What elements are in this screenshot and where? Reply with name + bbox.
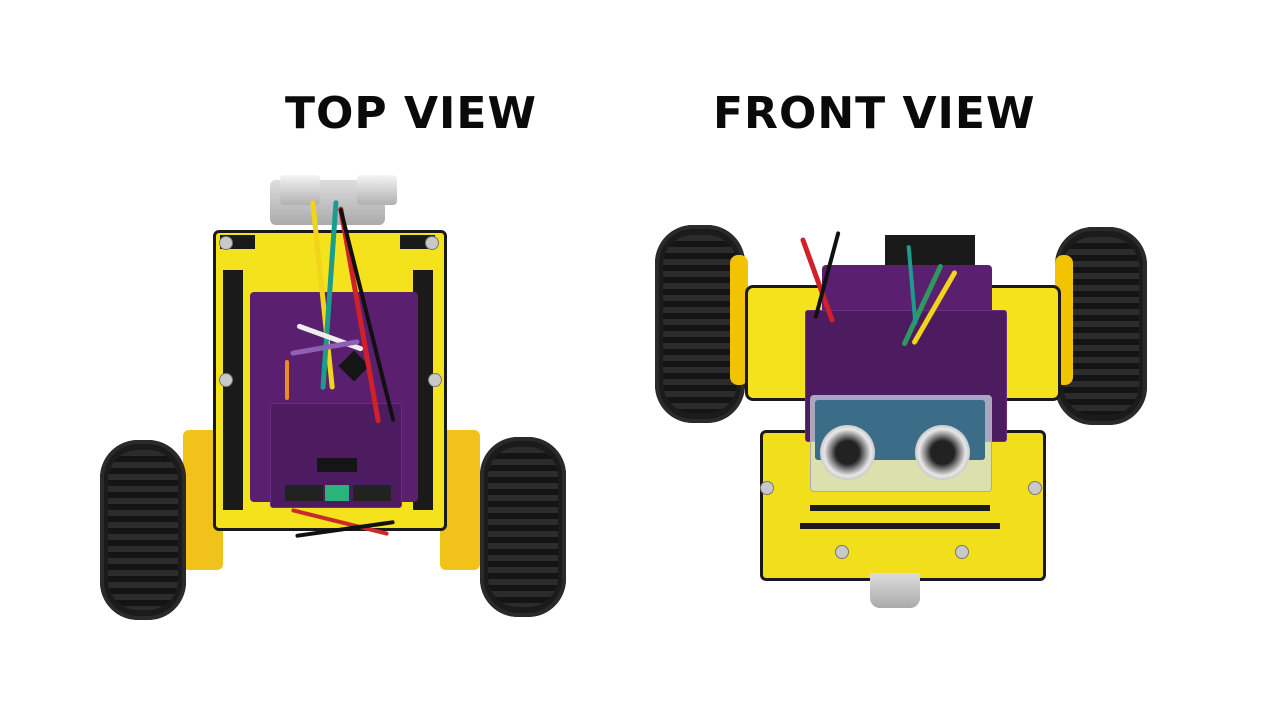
front-view-heading: FRONT VIEW — [713, 88, 1036, 139]
top-view-heading: TOP VIEW — [285, 88, 537, 139]
front-view-robot-image — [650, 205, 1160, 625]
caster-wheel — [870, 573, 920, 608]
screw — [760, 481, 774, 495]
wheel-right — [480, 437, 566, 617]
terminal-block-power — [325, 485, 349, 501]
wire-orange — [285, 360, 289, 400]
screw — [219, 373, 233, 387]
wheel-left — [100, 440, 186, 620]
hub-left — [730, 255, 748, 385]
screw — [425, 236, 439, 250]
sensor-eye-left — [820, 425, 875, 480]
sensor-eye-right — [915, 425, 970, 480]
screw — [428, 373, 442, 387]
header-pins — [885, 235, 975, 265]
chassis-slot — [810, 505, 990, 511]
chassis-cutout — [223, 270, 243, 510]
sensor-transducer-left — [280, 175, 320, 205]
screw — [835, 545, 849, 559]
top-view-robot-image — [95, 175, 575, 625]
terminal-block-left — [285, 485, 323, 501]
sensor-transducer-right — [357, 175, 397, 205]
screw — [219, 236, 233, 250]
driver-chip — [317, 458, 357, 472]
screw — [955, 545, 969, 559]
chassis-slot — [800, 523, 1000, 529]
screw — [1028, 481, 1042, 495]
terminal-block-right — [353, 485, 391, 501]
chassis-cutout — [413, 270, 433, 510]
